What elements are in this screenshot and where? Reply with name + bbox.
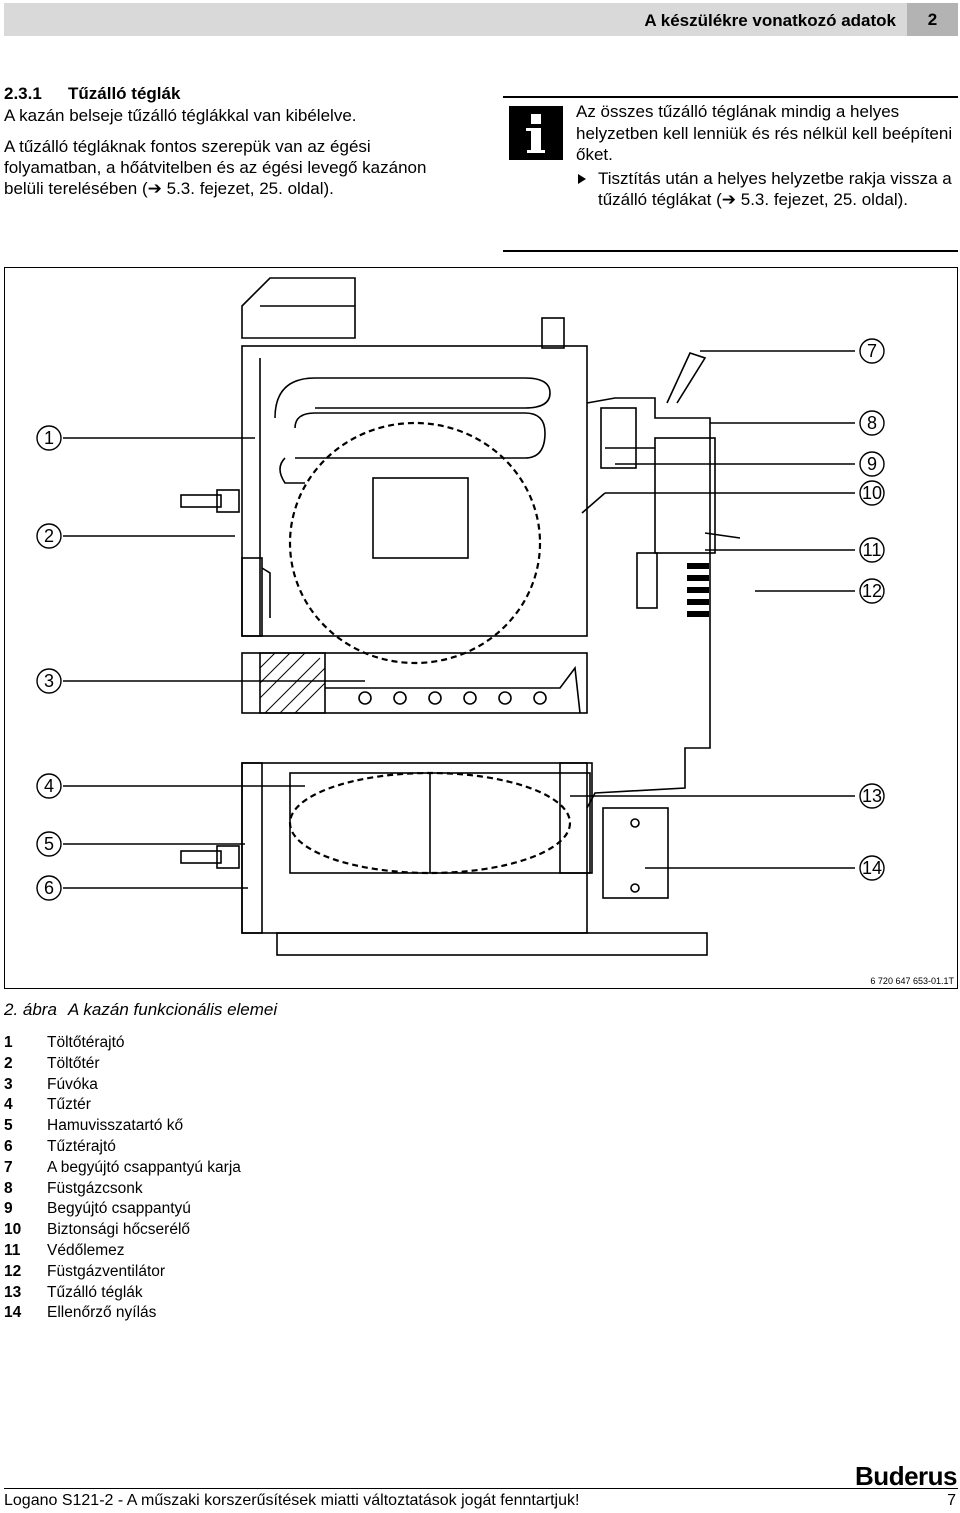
legend-item: 13 Tűzálló téglák <box>4 1283 241 1304</box>
info-paragraph: Az összes tűzálló téglának mindig a hely… <box>576 102 953 164</box>
header-title: A készülékre vonatkozó adatok <box>644 11 896 30</box>
svg-text:4: 4 <box>44 776 54 796</box>
legend-text: Ellenőrző nyílás <box>47 1304 157 1322</box>
legend-number: 2 <box>4 1054 13 1072</box>
callout-13: 13 <box>859 783 885 809</box>
svg-text:11: 11 <box>863 540 882 560</box>
bullet-arrow-icon <box>578 173 586 184</box>
buderus-logo: Buderus <box>855 1461 957 1491</box>
legend-number: 14 <box>4 1304 22 1322</box>
legend-number: 3 <box>4 1075 13 1093</box>
legend-text: Biztonsági hőcserélő <box>47 1221 191 1239</box>
legend-item: 1 Töltőtérajtó <box>4 1033 241 1054</box>
info-icon <box>509 106 563 160</box>
legend-text: Tűzálló téglák <box>47 1283 143 1301</box>
section-number: 2.3.1 <box>4 84 42 103</box>
drawing-id: 6 720 647 653-01.1T <box>870 976 954 986</box>
caption-label: 2. ábra <box>4 1000 57 1019</box>
legend-item: 7 A begyújtó csappantyú karja <box>4 1158 241 1179</box>
svg-text:14: 14 <box>862 858 882 878</box>
legend-number: 8 <box>4 1179 13 1197</box>
header-bar: A készülékre vonatkozó adatok 2 <box>4 3 958 36</box>
callout-6: 6 <box>36 875 62 901</box>
section-paragraph-2: A tűzálló tégláknak fontos szerepük van … <box>4 137 427 198</box>
legend-item: 2 Töltőtér <box>4 1054 241 1075</box>
info-bullet-text: Tisztítás után a helyes helyzetbe rakja … <box>598 168 952 210</box>
svg-text:1: 1 <box>44 428 54 448</box>
info-text: Az összes tűzálló téglának mindig a hely… <box>576 101 956 211</box>
footer-divider <box>4 1488 958 1489</box>
legend-number: 4 <box>4 1096 13 1114</box>
svg-text:3: 3 <box>44 671 54 691</box>
legend-item: 10 Biztonsági hőcserélő <box>4 1220 241 1241</box>
section-heading: 2.3.1 Tűzálló téglák <box>4 83 454 105</box>
section-text: 2.3.1 Tűzálló téglák A kazán belseje tűzá… <box>4 83 454 209</box>
legend-number: 5 <box>4 1117 13 1135</box>
legend-list: 1 Töltőtérajtó 2 Töltőtér 3 Fúvóka 4 Tűztér 5 Ham… <box>4 1033 241 1324</box>
callout-10: 10 <box>859 480 885 506</box>
callout-2: 2 <box>36 523 62 549</box>
legend-text: Töltőtérajtó <box>47 1034 125 1051</box>
legend-text: Fúvóka <box>47 1075 98 1093</box>
boiler-figure: 1 2 3 4 5 6 7 8 9 10 11 12 13 14 <box>4 267 958 989</box>
callout-11: 11 <box>859 537 885 563</box>
legend-number: 7 <box>4 1158 13 1176</box>
callout-7: 7 <box>859 338 885 364</box>
legend-item: 6 Tűztérajtó <box>4 1137 241 1158</box>
svg-text:12: 12 <box>862 581 882 601</box>
callout-8: 8 <box>859 410 885 436</box>
callout-1: 1 <box>36 425 62 451</box>
legend-number: 12 <box>4 1262 22 1280</box>
legend-text: Védőlemez <box>47 1241 125 1259</box>
svg-text:7: 7 <box>867 341 877 361</box>
legend-item: 14 Ellenőrző nyílás <box>4 1303 241 1324</box>
svg-text:2: 2 <box>44 526 54 546</box>
footer-text: Logano S121-2 - A műszaki korszerűsítése… <box>4 1492 580 1509</box>
legend-item: 8 Füstgázcsonk <box>4 1179 241 1200</box>
callout-12: 12 <box>859 578 885 604</box>
svg-text:9: 9 <box>867 454 877 474</box>
legend-number: 13 <box>4 1283 22 1301</box>
legend-text: Begyújtó csappantyú <box>47 1200 191 1218</box>
legend-text: Füstgázcsonk <box>47 1179 143 1197</box>
legend-number: 10 <box>4 1221 22 1239</box>
callout-14: 14 <box>859 855 885 881</box>
legend-item: 4 Tűztér <box>4 1095 241 1116</box>
chapter-number: 2 <box>907 3 958 36</box>
legend-text: Füstgázventilátor <box>47 1262 166 1280</box>
callout-9: 9 <box>859 451 885 477</box>
legend-number: 9 <box>4 1200 13 1218</box>
section-paragraph-1: A kazán belseje tűzálló téglákkal van ki… <box>4 106 357 125</box>
legend-number: 6 <box>4 1137 13 1155</box>
legend-item: 12 Füstgázventilátor <box>4 1262 241 1283</box>
legend-item: 11 Védőlemez <box>4 1241 241 1262</box>
svg-text:8: 8 <box>867 413 877 433</box>
legend-item: 3 Fúvóka <box>4 1075 241 1096</box>
legend-text: Töltőtér <box>47 1054 100 1072</box>
legend-item: 5 Hamuvisszatartó kő <box>4 1116 241 1137</box>
info-box: Az összes tűzálló téglának mindig a hely… <box>503 96 958 252</box>
callout-4: 4 <box>36 773 62 799</box>
legend-text: Hamuvisszatartó kő <box>47 1117 184 1135</box>
caption-text: A kazán funkcionális elemei <box>68 1000 278 1019</box>
callout-3: 3 <box>36 668 62 694</box>
svg-text:5: 5 <box>44 834 54 854</box>
legend-text: A begyújtó csappantyú karja <box>47 1158 241 1176</box>
section-title: Tűzálló téglák <box>68 84 181 103</box>
boiler-diagram: 1 2 3 4 5 6 7 8 9 10 11 12 13 14 <box>36 277 885 956</box>
page-number: 7 <box>947 1492 956 1509</box>
info-bullet: Tisztítás után a helyes helyzetbe rakja … <box>576 168 956 211</box>
svg-text:13: 13 <box>862 786 882 806</box>
svg-text:10: 10 <box>862 483 882 503</box>
callout-5: 5 <box>36 831 62 857</box>
svg-text:6: 6 <box>44 878 54 898</box>
legend-number: 11 <box>4 1241 21 1259</box>
legend-text: Tűztérajtó <box>47 1137 116 1155</box>
legend-number: 1 <box>4 1034 13 1051</box>
figure-caption: 2. ábra A kazán funkcionális elemei <box>4 1000 277 1020</box>
legend-item: 9 Begyújtó csappantyú <box>4 1199 241 1220</box>
legend-text: Tűztér <box>47 1096 91 1114</box>
